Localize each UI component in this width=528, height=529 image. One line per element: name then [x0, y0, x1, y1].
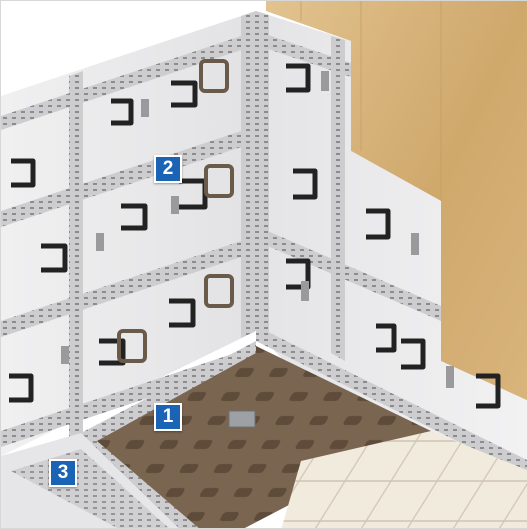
marker-1: 1	[154, 403, 182, 431]
marker-3: 3	[49, 459, 77, 487]
floor-drain	[229, 411, 255, 427]
marker-2: 2	[154, 155, 182, 183]
